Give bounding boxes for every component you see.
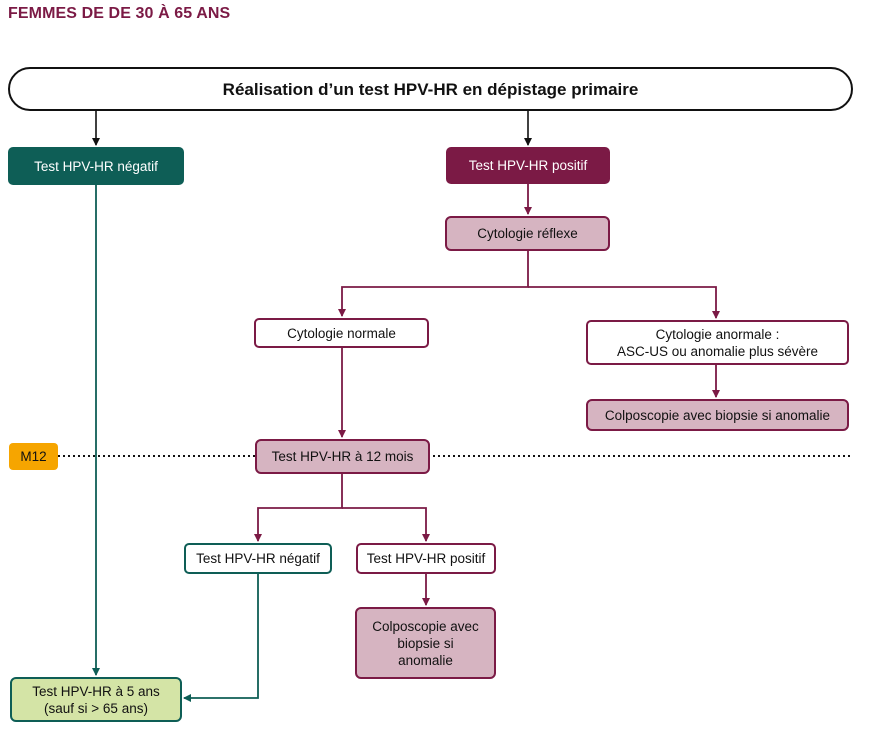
colposcopy-2-line-1: Colposcopie avec xyxy=(372,618,479,634)
cytology-abnormal-line-1: Cytologie anormale : xyxy=(655,326,780,342)
node-hpv-negative-2: Test HPV-HR négatif xyxy=(184,543,332,574)
node-hpv-positive: Test HPV-HR positif xyxy=(446,147,610,184)
node-hpv-12-months: Test HPV-HR à 12 mois xyxy=(255,439,430,474)
split-12-months-right xyxy=(342,507,430,542)
badge-m12: M12 xyxy=(9,443,58,470)
node-colposcopy-2: Colposcopie avec biopsie si anomalie xyxy=(355,607,496,679)
node-cytology-normal: Cytologie normale xyxy=(254,318,429,348)
node-cytology-reflex: Cytologie réflexe xyxy=(445,216,610,251)
page-title: FEMMES DE DE 30 À 65 ANS xyxy=(8,5,231,22)
node-hpv-5-years: Test HPV-HR à 5 ans (sauf si > 65 ans) xyxy=(10,677,182,722)
node-cytology-abnormal: Cytologie anormale : ASC-US ou anomalie … xyxy=(586,320,849,365)
hpv-5-years-line-2: (sauf si > 65 ans) xyxy=(44,700,148,716)
colposcopy-2-line-3: anomalie xyxy=(398,652,453,668)
node-primary-screening: Réalisation d’un test HPV-HR en dépistag… xyxy=(8,67,853,111)
split-12-months xyxy=(254,474,343,542)
node-hpv-positive-2: Test HPV-HR positif xyxy=(356,543,496,574)
split-reflex-right xyxy=(528,286,720,319)
split-reflex xyxy=(338,251,529,317)
cytology-abnormal-line-2: ASC-US ou anomalie plus sévère xyxy=(616,343,819,359)
node-colposcopy-1: Colposcopie avec biopsie si anomalie xyxy=(586,399,849,431)
colposcopy-2-line-2: biopsie si xyxy=(397,635,454,651)
arrow-negative2-to-5-years xyxy=(183,574,259,702)
node-hpv-negative: Test HPV-HR négatif xyxy=(8,147,184,185)
hpv-5-years-line-1: Test HPV-HR à 5 ans xyxy=(32,683,160,699)
